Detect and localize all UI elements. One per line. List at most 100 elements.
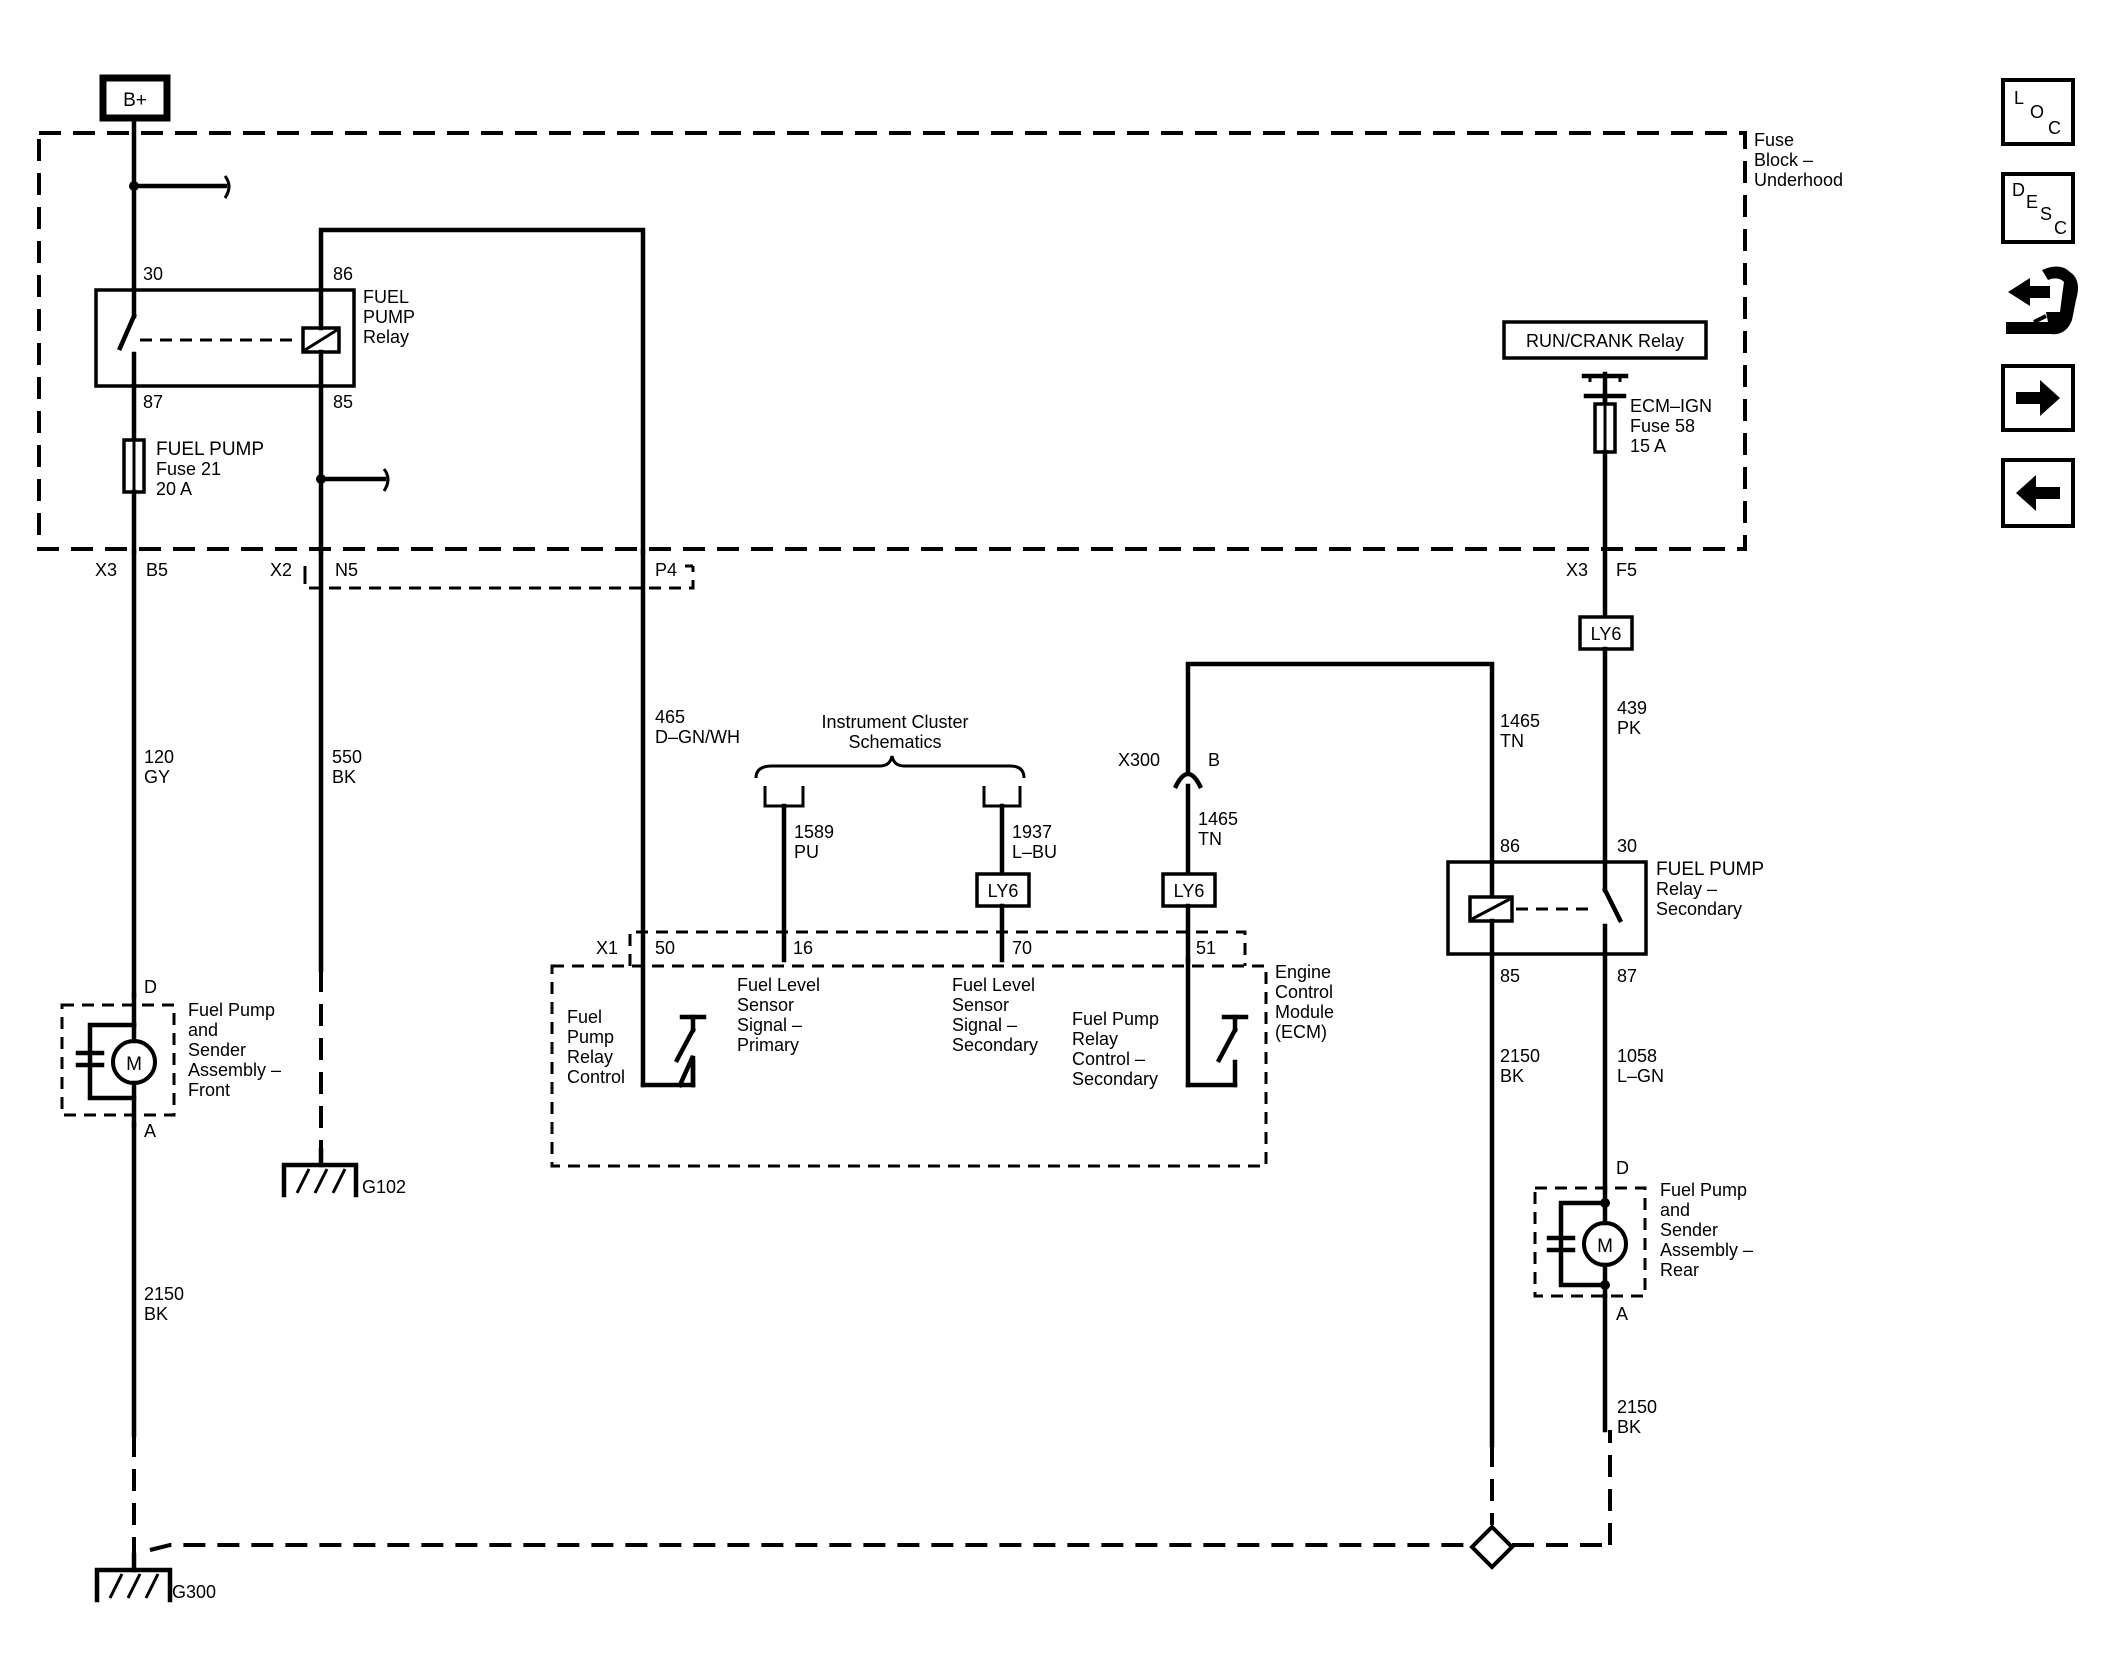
fuse-block-connectors: X3 B5 X2 N5 P4 X3 F5 — [95, 560, 1637, 590]
w465-color: D–GN/WH — [655, 727, 740, 747]
ecm-name-3: Module — [1275, 1002, 1334, 1022]
ecm-fls-secondary-1: Fuel Level — [952, 975, 1035, 995]
conn-x300: X300 — [1118, 750, 1160, 770]
w1465-lower-color: TN — [1198, 829, 1222, 849]
fuel-pump-rear: M D A Fuel Pump and Sender Assembly – Re… — [1533, 1158, 1753, 1324]
ecm-fls-secondary-2: Sensor — [952, 995, 1009, 1015]
relay-pin-87: 87 — [143, 392, 163, 412]
ecm-name-2: Control — [1275, 982, 1333, 1002]
fuel-pump-relay-secondary: 86 30 85 87 FUEL PUMP Relay – Secondary — [1446, 836, 1764, 986]
connector-end-view-button[interactable] — [2006, 266, 2078, 335]
w2150-front-color: BK — [144, 1304, 168, 1324]
loc-letter-c: C — [2048, 118, 2061, 138]
run-crank-relay: RUN/CRANK Relay — [1502, 320, 1708, 403]
ecm-fpr-control-4: Control — [567, 1067, 625, 1087]
relay-pin-86: 86 — [333, 264, 353, 284]
pump-rear-name-5: Rear — [1660, 1260, 1699, 1280]
pump-rear-pin-a: A — [1616, 1304, 1628, 1324]
instrument-cluster-reference: Instrument Cluster Schematics — [754, 712, 1026, 808]
circuit-1937: LY6 1937 L–BU — [975, 803, 1057, 963]
run-crank-relay-label: RUN/CRANK Relay — [1526, 331, 1684, 351]
w1465-upper-number: 1465 — [1500, 711, 1540, 731]
desc-letter-s: S — [2040, 204, 2052, 224]
relay-sec-pin-30: 30 — [1617, 836, 1637, 856]
w1465-upper-color: TN — [1500, 731, 1524, 751]
relay-name-3: Relay — [363, 327, 409, 347]
fuse-block-title-2: Block – — [1754, 150, 1813, 170]
ecm-pin-70: 70 — [1012, 938, 1032, 958]
previous-page-button[interactable] — [2001, 458, 2075, 528]
ecm-fls-primary-2: Sensor — [737, 995, 794, 1015]
ground-bus — [149, 1430, 1612, 1570]
pump-rear-name-2: and — [1660, 1200, 1690, 1220]
ecm-fpr-sec-1: Fuel Pump — [1072, 1009, 1159, 1029]
ic-ref-line-2: Schematics — [848, 732, 941, 752]
feed-wire-b-plus — [129, 115, 231, 293]
conn-n5: N5 — [335, 560, 358, 580]
conn-p4: P4 — [655, 560, 677, 580]
ic-ref-line-1: Instrument Cluster — [821, 712, 968, 732]
conn-b5: B5 — [146, 560, 168, 580]
fuse-58-number: Fuse 58 — [1630, 416, 1695, 436]
w120-color: GY — [144, 767, 170, 787]
engine-control-module: X1 50 16 70 51 Engine Control Module (EC… — [550, 930, 1334, 1168]
fuse-block-title-3: Underhood — [1754, 170, 1843, 190]
w439-color: PK — [1617, 718, 1641, 738]
fuse-21-name: FUEL PUMP — [156, 439, 264, 460]
circuit-550: 550 BK — [318, 549, 362, 1150]
fuse-21: FUEL PUMP Fuse 21 20 A — [122, 383, 264, 555]
connector-hand-icon — [2006, 266, 2078, 335]
pump-rear-name-4: Assembly – — [1660, 1240, 1753, 1260]
fuel-pump-front: M D A Fuel Pump and Sender Assembly – Fr… — [60, 977, 281, 1141]
relay-sec-name-1: FUEL PUMP — [1656, 859, 1764, 880]
relay-86-feed — [318, 227, 646, 555]
g300-label: G300 — [172, 1582, 216, 1602]
conn-x3-left: X3 — [95, 560, 117, 580]
w2150-rear-color: BK — [1617, 1417, 1641, 1437]
pump-rear-pin-d: D — [1616, 1158, 1629, 1178]
w1937-number: 1937 — [1012, 822, 1052, 842]
w1058-color: L–GN — [1617, 1066, 1664, 1086]
circuit-2150-mid: 2150 BK — [1489, 951, 1540, 1448]
fuse-58-name: ECM–IGN — [1630, 396, 1712, 416]
relay-pin-30: 30 — [143, 264, 163, 284]
ecm-fls-primary-1: Fuel Level — [737, 975, 820, 995]
conn-x3-right: X3 — [1566, 560, 1588, 580]
fuel-pump-relay: 30 86 87 85 FUEL PUMP Relay — [94, 264, 415, 412]
arrow-right-icon — [2016, 380, 2060, 416]
w439-number: 439 — [1617, 698, 1647, 718]
ecm-fls-primary-4: Primary — [737, 1035, 799, 1055]
loc-button[interactable]: L O C — [2001, 78, 2075, 146]
relay-name-1: FUEL — [363, 287, 409, 307]
loc-letter-l: L — [2014, 88, 2024, 108]
relay-name-2: PUMP — [363, 307, 415, 327]
conn-x300-pin: B — [1208, 750, 1220, 770]
circuit-120: 120 GY — [131, 549, 174, 998]
w120-number: 120 — [144, 747, 174, 767]
ground-g102: G102 — [281, 1147, 406, 1198]
w1058-number: 1058 — [1617, 1046, 1657, 1066]
w2150-mid-color: BK — [1500, 1066, 1524, 1086]
ecm-pin-51: 51 — [1196, 938, 1216, 958]
pump-front-name-2: and — [188, 1020, 218, 1040]
ecm-name-4: (ECM) — [1275, 1022, 1327, 1042]
w1465-lower-number: 1465 — [1198, 809, 1238, 829]
ecm-fpr-sec-2: Relay — [1072, 1029, 1118, 1049]
pump-front-name-5: Front — [188, 1080, 230, 1100]
circuit-439: LY6 439 PK — [1578, 615, 1647, 865]
pump-rear-motor: M — [1597, 1236, 1613, 1257]
ecm-pin-50: 50 — [655, 938, 675, 958]
ecm-pin-16: 16 — [793, 938, 813, 958]
ecm-fls-secondary-4: Secondary — [952, 1035, 1038, 1055]
ecm-fpr-control-2: Pump — [567, 1027, 614, 1047]
ecm-fpr-control-3: Relay — [567, 1047, 613, 1067]
pump-front-pin-a: A — [144, 1121, 156, 1141]
desc-button[interactable]: D E S C — [2001, 172, 2075, 244]
next-page-button[interactable] — [2001, 364, 2075, 432]
loc-letter-o: O — [2030, 102, 2044, 122]
relay-sec-name-2: Relay – — [1656, 879, 1717, 899]
conn-x2: X2 — [270, 560, 292, 580]
desc-letter-c: C — [2054, 218, 2067, 238]
w1937-color: L–BU — [1012, 842, 1057, 862]
